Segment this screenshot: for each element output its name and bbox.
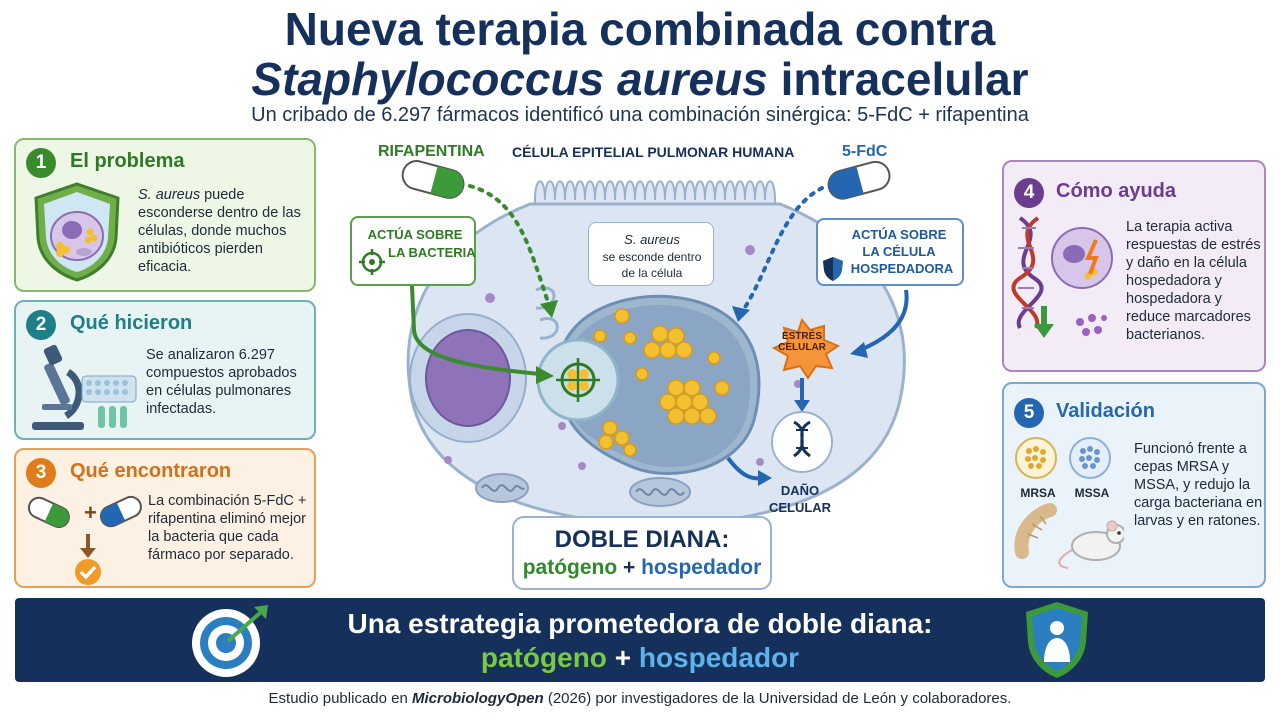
- host-word: hospedador: [641, 556, 762, 579]
- dna-icon: [793, 420, 811, 458]
- panel-problem: 1 El problema S. aureus puede esconderse…: [14, 138, 316, 292]
- mrsa-mssa-animals-icon: [1014, 437, 1124, 569]
- callout-line: ACTÚA SOBRE: [367, 227, 463, 242]
- double-target-title: DOBLE DIANA:: [554, 526, 730, 553]
- footer-post: (2026) por investigadores de la Universi…: [543, 690, 1012, 707]
- stress-line: ESTRÉS: [781, 331, 822, 342]
- cell-diagram: [401, 160, 909, 528]
- callout-line: de la célula: [621, 266, 683, 280]
- hides-callout: S. aureus se esconde dentro de la célula: [588, 222, 714, 286]
- shield-cell-icon: [34, 182, 120, 282]
- fdc-path: [740, 186, 824, 314]
- panel-text: La combinación 5-FdC + rifapentina elimi…: [148, 493, 307, 563]
- rifapentina-pill-icon: [401, 160, 465, 199]
- damage-label: DAÑO CELULAR: [760, 482, 840, 516]
- panel-text: La terapia activa respuestas de estrés y…: [1126, 219, 1261, 343]
- plus-sign: +: [617, 556, 642, 579]
- acts-host-callout: ACTÚA SOBRE LA CÉLULA HOSPEDADORA: [816, 218, 964, 286]
- double-target-box: DOBLE DIANA: patógeno + hospedador: [512, 516, 772, 590]
- cell-label: CÉLULA EPITELIAL PULMONAR HUMANA: [512, 144, 795, 160]
- title-species: Staphylococcus aureus: [251, 53, 768, 105]
- fdc-pill-icon: [827, 160, 891, 200]
- panel-found: 3 Qué encontraron + La combinación 5-FdC…: [14, 448, 316, 588]
- rifapentina-label: RIFAPENTINA: [378, 143, 485, 160]
- mrsa-label: MRSA: [1020, 486, 1056, 500]
- panel-number: 5: [1014, 398, 1044, 428]
- banner-plus: +: [606, 642, 639, 673]
- host-arrow: [859, 289, 909, 352]
- nucleus: [425, 329, 511, 427]
- panel-text: Funcionó frente a cepas MRSA y MSSA, y r…: [1134, 441, 1263, 529]
- panel-title: Qué hicieron: [70, 312, 193, 334]
- dna-cell-icon: [1011, 216, 1113, 338]
- panel-number: 3: [26, 458, 56, 488]
- panel-number: 2: [26, 310, 56, 340]
- stress-label: ESTRÉS CELULAR: [774, 331, 830, 353]
- callout-line: LA CÉLULA: [862, 244, 936, 259]
- stress-burst-icon: [771, 317, 841, 380]
- target-reticle-icon: [556, 358, 600, 402]
- crosshair-icon: [359, 249, 385, 275]
- banner-line2: patógeno + hospedador: [0, 642, 1280, 674]
- panel-how-helps: 4 Cómo ayuda La terapia activa respuesta…: [1002, 160, 1266, 372]
- rifapentina-path: [468, 184, 552, 310]
- species-name: S. aureus: [138, 187, 201, 203]
- drug-combination-icon: +: [27, 495, 142, 585]
- mssa-label: MSSA: [1074, 486, 1110, 500]
- banner-pathogen: patógeno: [480, 642, 607, 673]
- banner-line1: Una estrategia prometedora de doble dian…: [347, 608, 933, 639]
- callout-line: se esconde dentro: [602, 250, 702, 264]
- host-shield-person-icon: [1026, 602, 1088, 678]
- panel-title: Validación: [1056, 400, 1155, 422]
- banner-host: hospedador: [638, 642, 800, 673]
- footer-citation: Estudio publicado en MicrobiologyOpen (2…: [0, 690, 1280, 707]
- callout-line: HOSPEDADORA: [850, 261, 954, 276]
- damage-line: DAÑO: [780, 483, 820, 498]
- pathogen-word: patógeno: [522, 556, 618, 579]
- panel-title: El problema: [70, 150, 185, 172]
- stress-line: CELULAR: [778, 342, 826, 353]
- footer-pre: Estudio publicado en: [268, 690, 412, 707]
- panel-number: 1: [26, 148, 56, 178]
- target-arrow-icon: [192, 605, 268, 677]
- page-title-line2: Staphylococcus aureus intracelular: [0, 54, 1280, 104]
- vesicles: [444, 245, 802, 470]
- staph-clusters: [593, 308, 730, 457]
- page-subtitle: Un cribado de 6.297 fármacos identificó …: [251, 104, 1029, 126]
- panel-text: Se analizaron 6.297 compuestos aprobados…: [146, 347, 297, 417]
- panel-title: Qué encontraron: [70, 460, 232, 482]
- fdc-label: 5-FdC: [842, 143, 888, 160]
- acts-bacteria-callout: ACTÚA SOBRE LA BACTERIA: [350, 216, 476, 286]
- host-shield-icon: [823, 257, 843, 281]
- panel-number: 4: [1014, 178, 1044, 208]
- bacteria-arrow: [410, 285, 541, 376]
- callout-line: S. aureus: [624, 232, 680, 247]
- title-suffix: intracelular: [767, 53, 1029, 105]
- double-target-subtitle: patógeno + hospedador: [514, 556, 770, 580]
- callout-line: LA BACTERIA: [388, 245, 476, 260]
- damage-line: CELULAR: [768, 500, 832, 515]
- callout-line: ACTÚA SOBRE: [851, 227, 947, 242]
- panel-text: S. aureus puede esconderse dentro de las…: [138, 186, 310, 276]
- mitochondrion: [475, 473, 529, 503]
- panel-text-rest: puede esconderse dentro de las células, …: [138, 187, 301, 275]
- page-title-line1: Nueva terapia combinada contra: [284, 3, 996, 55]
- panel-title: Cómo ayuda: [1056, 180, 1177, 202]
- footer-journal: MicrobiologyOpen: [411, 690, 544, 707]
- microscope-icon: [32, 344, 137, 430]
- svg-text:+: +: [84, 500, 97, 525]
- panel-validation: 5 Validación MRSA MSSA Funcionó frente a…: [1002, 382, 1266, 588]
- panel-what-done: 2 Qué hicieron Se analizaron 6.297 compu…: [14, 300, 316, 440]
